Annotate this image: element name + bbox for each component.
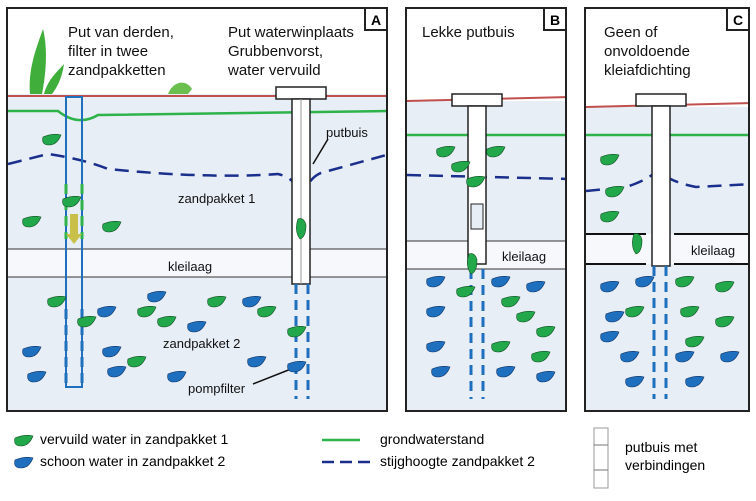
legend-symbols [14,427,609,489]
panel-b: B Lekke putbuis kleilaag [405,7,567,412]
drops-blue [600,276,740,388]
well-head [451,93,503,107]
blue-drop-icon [14,457,34,469]
title: Lekke putbuis [422,24,515,41]
sky-area [8,9,386,94]
drops-blue [22,291,307,383]
green-drop-icon [14,435,34,447]
drops-green [600,154,735,348]
plant-icon [29,29,46,94]
piezometric-line [8,152,386,200]
pompfilter-pointer [252,368,292,385]
label-zandpakket2: zandpakket 2 [163,336,241,351]
legend-groundwater: grondwaterstand [380,431,485,447]
well-head [275,86,327,100]
leak [470,203,484,230]
third-party-well [65,96,83,388]
label-zandpakket1: zandpakket 1 [178,191,256,206]
putbuis-pointer [312,138,329,165]
panel-a-drawing [8,29,386,399]
groundwater-line [8,109,386,122]
legend-clean: schoon water in zandpakket 2 [40,453,226,469]
sky-area [586,9,748,107]
panel-letter: A [364,9,386,31]
drops-blue [426,276,556,383]
panel-c-drawing [586,93,748,399]
panel-letter: C [726,9,748,31]
drops-green [22,134,307,368]
piezometric-line [407,173,565,181]
well-head [635,93,687,107]
sky-area [407,9,565,101]
flow-arrow [66,214,82,244]
label-kleilaag: kleilaag [691,243,736,258]
label-kleilaag: kleilaag [168,259,213,274]
panel-letter: B [543,9,565,31]
label-kleilaag: kleilaag [502,249,547,264]
label-pompfilter: pompfilter [188,381,246,396]
legend-polluted: vervuild water in zandpakket 1 [40,431,229,447]
drops-green [436,146,556,363]
plant-icon [168,82,192,94]
panel-b-drawing [407,93,565,399]
pipe-legend-icon [593,427,609,489]
clay-layer [8,249,386,277]
plant-icon [44,64,64,94]
label-putbuis: putbuis [326,125,368,140]
legend-piezometric: stijghoogte zandpakket 2 [380,453,535,469]
legend: vervuild water in zandpakket 1 schoon wa… [0,420,756,501]
